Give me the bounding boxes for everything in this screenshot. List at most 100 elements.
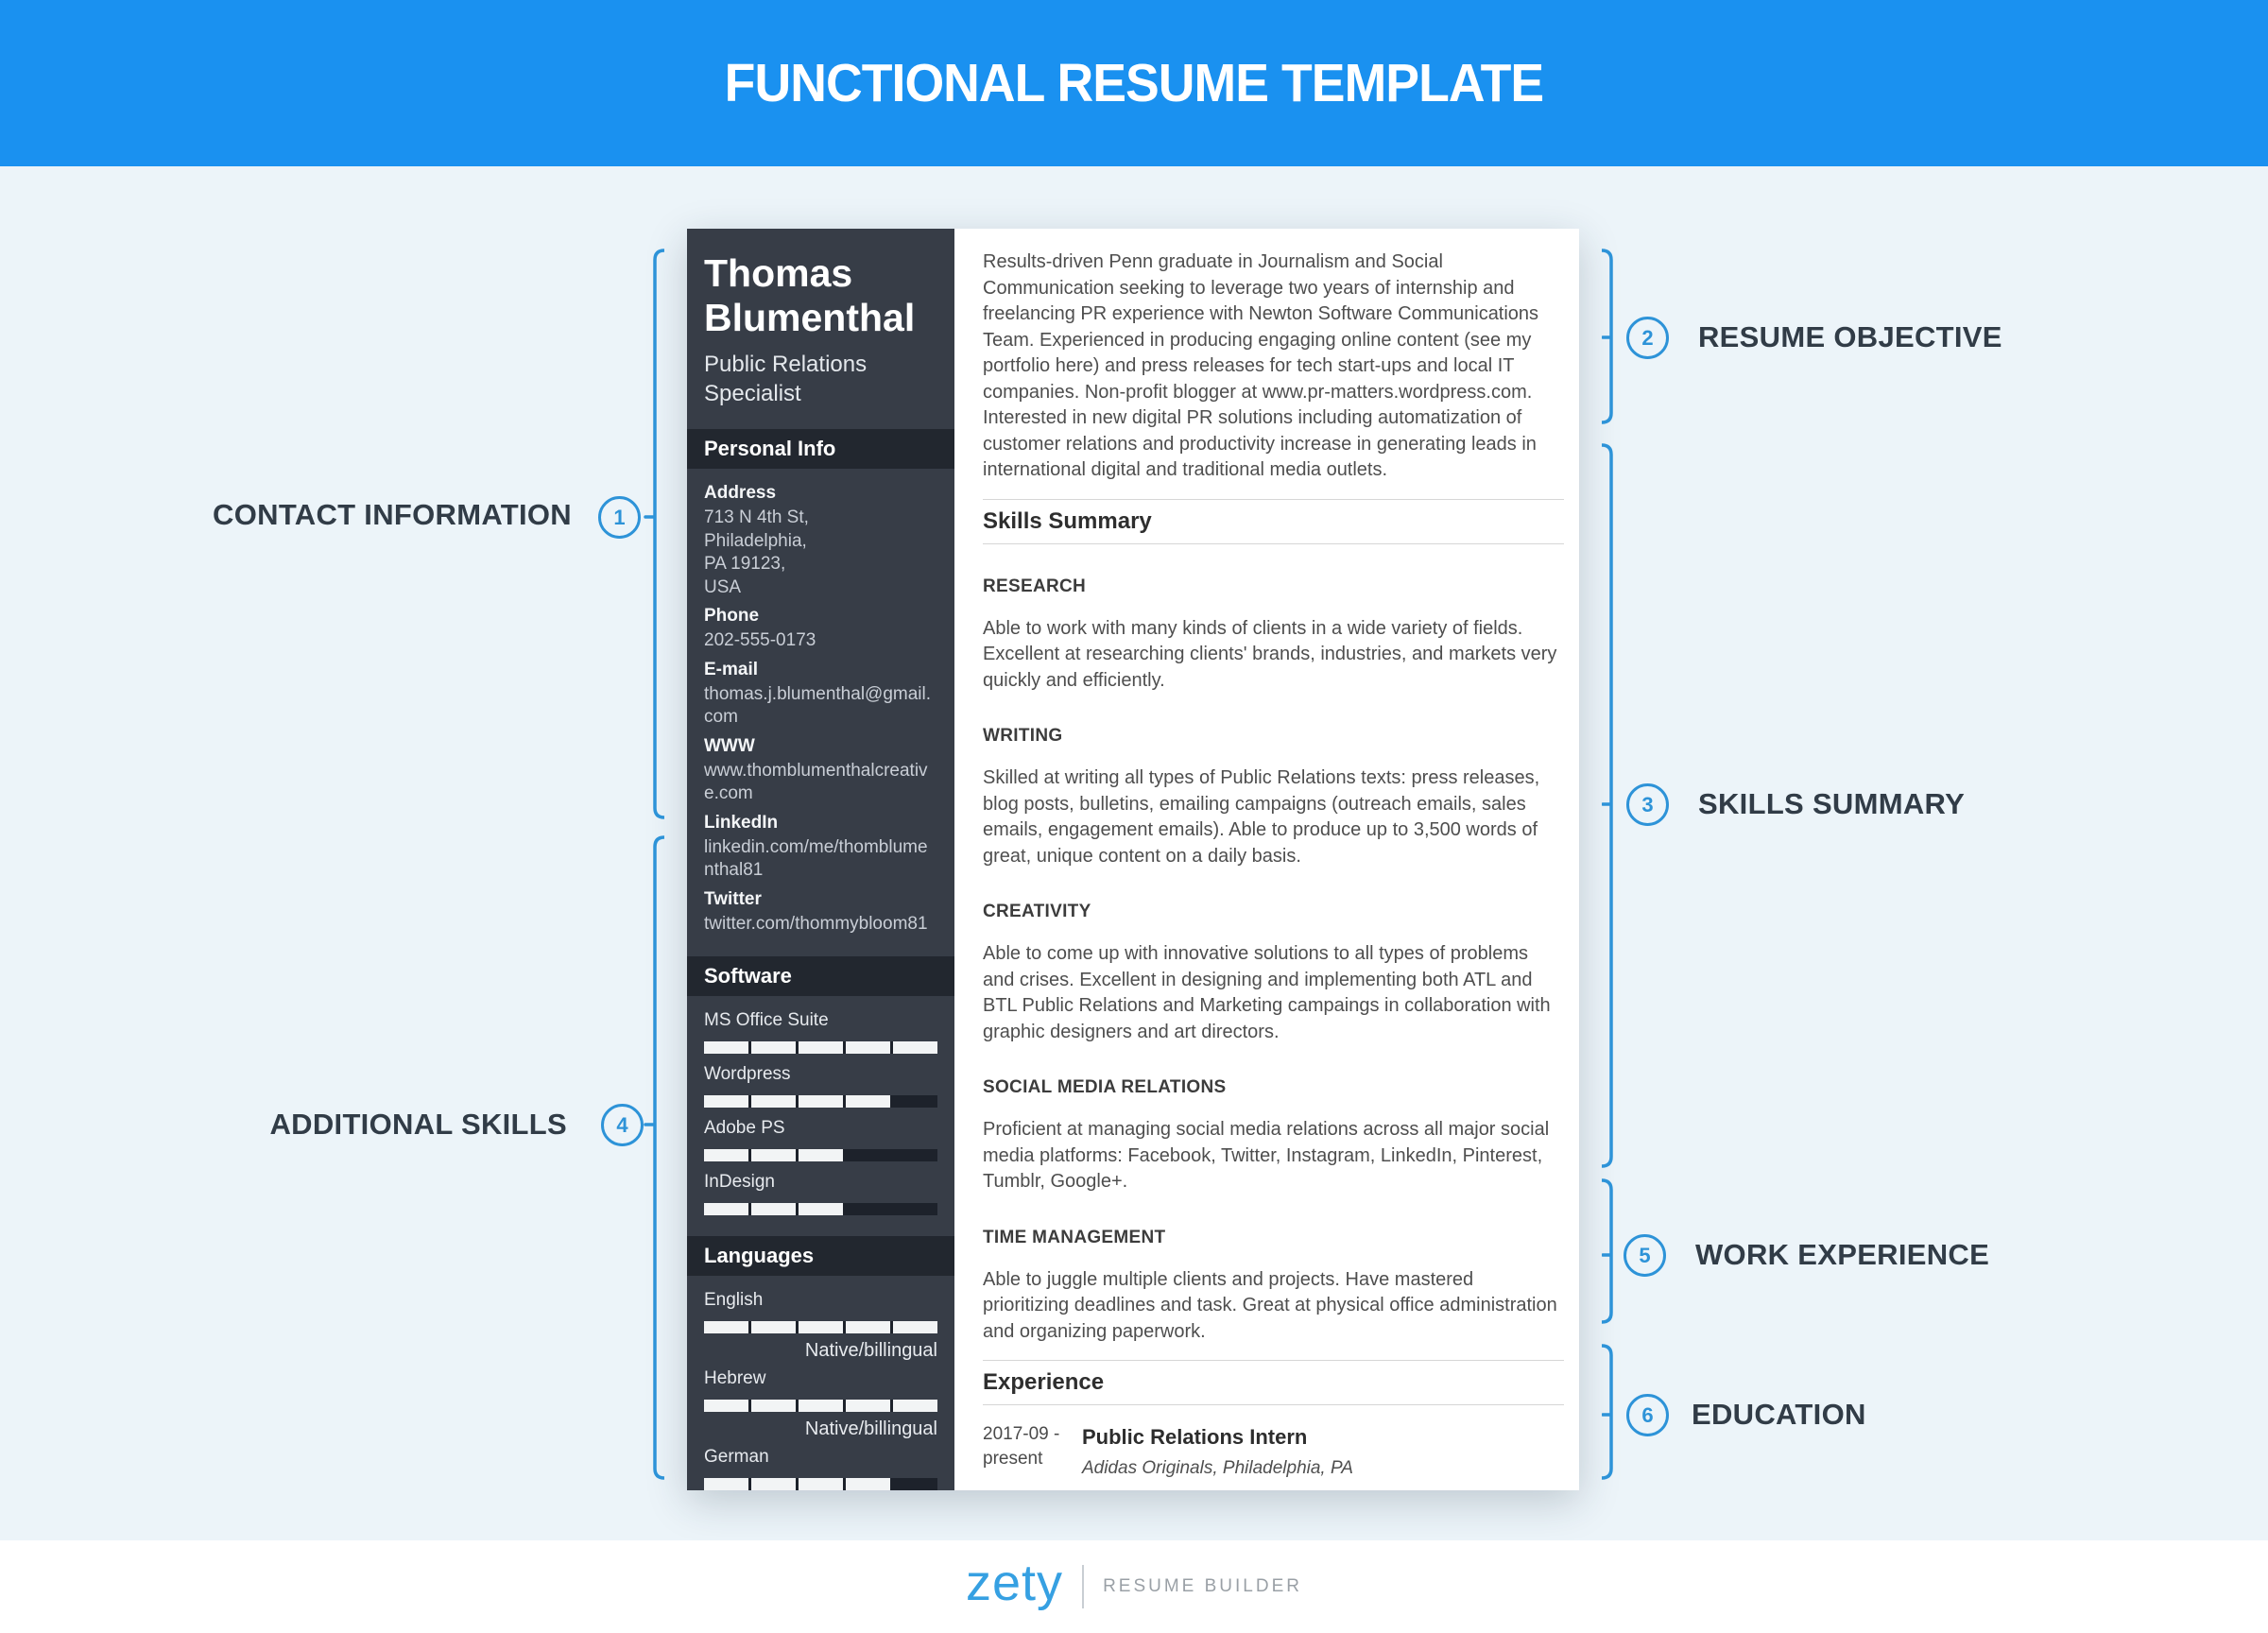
personal-info-field: Address 713 N 4th St, Philadelphia, PA 19… bbox=[704, 482, 937, 599]
additional-skills-bracket bbox=[640, 835, 666, 1485]
bar-segment-filled bbox=[799, 1203, 843, 1215]
personal-info-list: Address 713 N 4th St, Philadelphia, PA 19… bbox=[704, 482, 937, 936]
logo-tagline: RESUME BUILDER bbox=[1103, 1576, 1302, 1596]
bar-segment-filled bbox=[846, 1321, 890, 1333]
field-label: WWW bbox=[704, 735, 755, 756]
language-proficiency: Native/billingual bbox=[804, 1418, 937, 1439]
bar-segment-filled bbox=[893, 1321, 937, 1333]
contact-information-bracket bbox=[640, 249, 666, 824]
field-value: thomas.j.blumenthal@gmail.com bbox=[704, 683, 932, 728]
field-label: Phone bbox=[704, 606, 760, 626]
page-banner: FUNCTIONAL RESUME TEMPLATE bbox=[0, 0, 2268, 166]
language-name: English bbox=[704, 1290, 764, 1310]
bar-segment-empty bbox=[893, 1478, 937, 1490]
languages-heading: Languages bbox=[687, 1236, 954, 1276]
field-value: www.thomblumenthalcreative.com bbox=[704, 760, 928, 804]
annotation-number-1: 1 bbox=[598, 496, 641, 539]
experience-list: 2017-09 - present Public Relations Intern… bbox=[983, 1422, 1564, 1490]
language-name: Hebrew bbox=[704, 1368, 766, 1388]
software-name: Wordpress bbox=[704, 1064, 791, 1084]
logo-divider bbox=[1082, 1565, 1085, 1608]
annotation-label-contact-information: CONTACT INFORMATION bbox=[213, 498, 572, 531]
skill-level-bar bbox=[704, 1041, 937, 1054]
annotation-label-work-experience: WORK EXPERIENCE bbox=[1695, 1238, 1990, 1271]
annotation-number-4: 4 bbox=[601, 1104, 644, 1146]
field-value: linkedin.com/me/thomblumenthal81 bbox=[704, 836, 928, 881]
candidate-job-title: Public Relations Specialist bbox=[704, 352, 868, 406]
bar-segment-filled bbox=[751, 1478, 796, 1490]
annotation-label-additional-skills: ADDITIONAL SKILLS bbox=[269, 1108, 567, 1141]
bar-segment-filled bbox=[704, 1400, 748, 1412]
skill-level-bar bbox=[704, 1149, 937, 1161]
page-title: FUNCTIONAL RESUME TEMPLATE bbox=[724, 53, 1545, 113]
skill-level-bar bbox=[704, 1203, 937, 1215]
skill-level-bar bbox=[704, 1478, 937, 1490]
skill-category-description: Proficient at managing social media rela… bbox=[983, 1119, 1550, 1192]
entry-company: Adidas Originals, Philadelphia, PA bbox=[1082, 1458, 1353, 1478]
skill-level-bar bbox=[704, 1400, 937, 1412]
bar-segment-filled bbox=[893, 1041, 937, 1054]
skill-category-description: Skilled at writing all types of Public R… bbox=[983, 767, 1540, 867]
annotation-number-2: 2 bbox=[1626, 317, 1669, 359]
field-value: 713 N 4th St, Philadelphia, PA 19123, US… bbox=[704, 507, 809, 597]
bar-segment-empty bbox=[893, 1203, 937, 1215]
skill-category-title: TIME MANAGEMENT bbox=[983, 1227, 1166, 1247]
bar-segment-empty bbox=[846, 1149, 890, 1161]
bar-segment-filled bbox=[751, 1095, 796, 1108]
experience-entry: 2017-09 - present Public Relations Intern… bbox=[983, 1422, 1564, 1480]
bar-segment-filled bbox=[704, 1321, 748, 1333]
bar-segment-filled bbox=[893, 1400, 937, 1412]
entry-dates: 2017-09 - present bbox=[983, 1424, 1060, 1469]
education-bracket bbox=[1600, 1344, 1626, 1485]
annotation-number-6: 6 bbox=[1626, 1394, 1669, 1436]
language-proficiency: Native/billingual bbox=[804, 1340, 937, 1361]
bar-segment-filled bbox=[799, 1149, 843, 1161]
page-footer: zety RESUME BUILDER bbox=[0, 1540, 2268, 1633]
bar-segment-filled bbox=[799, 1478, 843, 1490]
bar-segment-filled bbox=[846, 1041, 890, 1054]
annotation-number-5: 5 bbox=[1624, 1234, 1666, 1277]
software-item: InDesign bbox=[704, 1171, 937, 1215]
skill-category-title: RESEARCH bbox=[983, 576, 1087, 596]
skills-summary-heading: Skills Summary bbox=[983, 498, 1564, 544]
bar-segment-empty bbox=[846, 1203, 890, 1215]
bar-segment-filled bbox=[751, 1321, 796, 1333]
annotation-label-skills-summary: SKILLS SUMMARY bbox=[1698, 787, 1966, 820]
skill-level-bar bbox=[704, 1095, 937, 1108]
entry-title: Public Relations Intern bbox=[1082, 1425, 1308, 1449]
resume-sidebar: Thomas Blumenthal Public Relations Speci… bbox=[687, 229, 954, 1490]
software-heading: Software bbox=[687, 956, 954, 996]
skill-category-description: Able to juggle multiple clients and proj… bbox=[983, 1268, 1557, 1342]
annotation-label-resume-objective: RESUME OBJECTIVE bbox=[1698, 320, 2002, 353]
bar-segment-filled bbox=[846, 1478, 890, 1490]
work-experience-bracket bbox=[1600, 1178, 1626, 1329]
bar-segment-filled bbox=[704, 1149, 748, 1161]
bar-segment-filled bbox=[799, 1041, 843, 1054]
resume-objective-bracket bbox=[1600, 249, 1626, 429]
software-item: Wordpress bbox=[704, 1063, 937, 1108]
field-label: LinkedIn bbox=[704, 812, 779, 833]
bar-segment-filled bbox=[751, 1041, 796, 1054]
resume-main: Results-driven Penn graduate in Journali… bbox=[954, 229, 1579, 1490]
bar-segment-filled bbox=[846, 1400, 890, 1412]
field-label: Address bbox=[704, 483, 777, 503]
annotation-label-education: EDUCATION bbox=[1692, 1398, 1866, 1431]
personal-info-heading: Personal Info bbox=[687, 429, 954, 469]
bar-segment-filled bbox=[704, 1203, 748, 1215]
bar-segment-filled bbox=[799, 1400, 843, 1412]
bar-segment-filled bbox=[799, 1321, 843, 1333]
language-name: German bbox=[704, 1447, 769, 1467]
language-item: GermanFull working proficiency bbox=[704, 1446, 937, 1490]
zety-logo: zety bbox=[966, 1555, 1064, 1611]
software-item: Adobe PS bbox=[704, 1117, 937, 1161]
candidate-name: Thomas Blumenthal bbox=[704, 251, 916, 339]
annotation-number-3: 3 bbox=[1626, 783, 1669, 826]
bar-segment-filled bbox=[751, 1149, 796, 1161]
field-value: twitter.com/thommybloom81 bbox=[704, 913, 928, 934]
personal-info-field: LinkedIn linkedin.com/me/thomblumenthal81 bbox=[704, 812, 937, 883]
